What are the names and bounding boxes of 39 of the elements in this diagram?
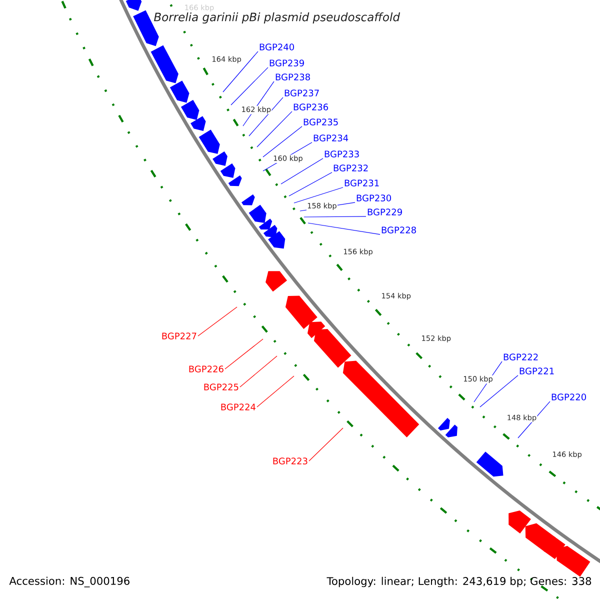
gene-label: BGP234 (314, 134, 348, 142)
gene-label: BGP227 (162, 332, 196, 340)
gene-label: BGP228 (382, 226, 416, 234)
leader-line (256, 376, 294, 408)
gene-label: BGP236 (294, 104, 328, 110)
leader-line (288, 172, 332, 196)
gene-label: BGP239 (270, 60, 304, 66)
gene-label: BGP225 (204, 384, 238, 390)
leader-line (480, 375, 518, 408)
leader-line (256, 111, 292, 148)
gene-label: BGP223 (273, 458, 308, 464)
gene-label: BGP233 (324, 150, 359, 158)
gene-label: BGP226 (189, 366, 224, 372)
leader-line (198, 306, 238, 336)
gene-label: BGP237 (284, 90, 319, 96)
gene-label: BGP238 (276, 74, 310, 80)
leader-line (280, 158, 324, 184)
gene-label: BGP235 (304, 118, 338, 126)
leader-line (308, 428, 344, 462)
leader-line (248, 97, 284, 136)
gene-label: BGP221 (520, 368, 554, 374)
leader-line (224, 338, 264, 370)
leader-line (230, 67, 268, 106)
gene-label: BGP230 (356, 194, 391, 202)
gene-label: BGP220 (552, 394, 586, 400)
footer-text: Topology: linear; Length: 243,619 bp; Genes: 338 (326, 576, 592, 588)
leader-line (294, 187, 344, 204)
leader-line (240, 356, 278, 388)
gene-label: BGP222 (504, 354, 538, 360)
gene-label: BGP229 (368, 208, 402, 216)
leader-line (308, 222, 380, 235)
gene-label: BGP224 (221, 404, 256, 410)
gene-label: BGP240 (260, 44, 294, 50)
gene-label: BGP231 (344, 180, 379, 186)
footer-text: Accession: NS_000196 (9, 576, 130, 588)
gene-label: BGP232 (334, 164, 368, 172)
leader-line (262, 126, 302, 158)
leader-line (304, 216, 366, 218)
leader-line (222, 51, 258, 92)
